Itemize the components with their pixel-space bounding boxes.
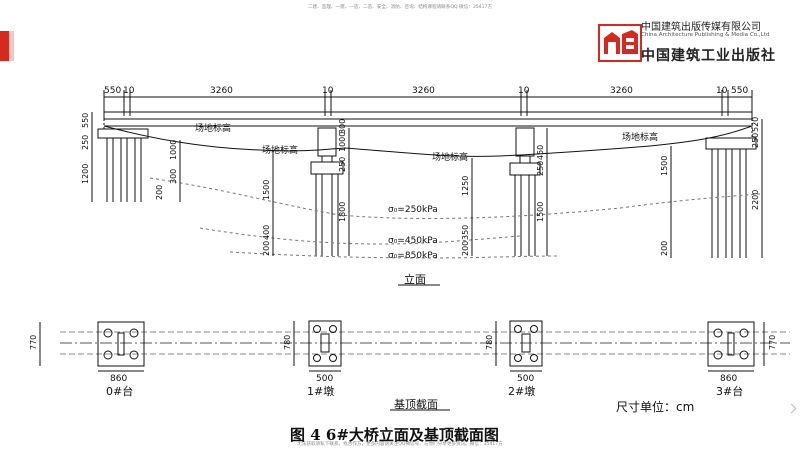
abut0-dim-550: 550 — [81, 113, 90, 128]
pier2-dim-350: 350 — [461, 225, 470, 240]
plan3-label: 3#台 — [716, 384, 743, 398]
watermark-bottom-note: 无法获取请私下联系，找合作方，更多内容请关注QQ微信号，与你们分享更多资讯。微信… — [297, 442, 503, 447]
plan-footing-0 — [97, 321, 145, 367]
soil-layer-1 — [149, 177, 761, 220]
figure-caption: 图 4 6#大桥立面及基顶截面图 — [290, 426, 499, 444]
plan-footing-2 — [509, 320, 543, 367]
ground-label-1: 场地标高 — [262, 144, 298, 156]
plan0-depth: 770 — [29, 335, 38, 350]
ground-line — [103, 125, 753, 157]
dim-3260-c: 3260 — [610, 86, 633, 96]
pier1-dim-400: 400 — [262, 225, 271, 240]
pier2-dim-450: 450 — [536, 145, 545, 160]
pier2-dim-1500: 1500 — [536, 202, 545, 222]
abutment-0-cap — [97, 128, 149, 139]
pier2-dim-250: 250 — [536, 161, 545, 176]
plan1-width: 500 — [316, 374, 333, 384]
abut0-dim-1000: 1000 — [169, 140, 178, 160]
pier-2-cap — [515, 127, 535, 157]
ground-label-0: 场地标高 — [195, 122, 231, 134]
pier1-dim-250: 250 — [338, 157, 347, 172]
publisher-calligraphy: 中国建筑工业出版社 — [641, 48, 776, 64]
abut0-dim-1200: 1200 — [81, 164, 90, 184]
plan1-label: 1#墩 — [307, 384, 334, 398]
plan-title: 基顶截面 — [394, 397, 438, 411]
plan2-depth: 780 — [485, 335, 494, 350]
plan3-width: 860 — [720, 374, 737, 384]
plan2-width: 500 — [517, 374, 534, 384]
plan-footing-3 — [707, 321, 755, 367]
publisher-logo-icon — [598, 24, 642, 62]
unit-note: 尺寸单位：cm — [616, 400, 695, 414]
soil-layer-3 — [229, 251, 561, 259]
publisher-name-cn: 中国建筑出版传媒有限公司 — [641, 22, 761, 33]
soil-layer-2 — [199, 227, 521, 245]
bridge-deck — [103, 111, 753, 120]
abutment-3-cap — [705, 137, 757, 150]
pier-1-cap — [317, 127, 337, 157]
abut0-dim-200: 200 — [155, 185, 164, 200]
dim-10-a: 10 — [123, 86, 135, 96]
ground-label-2: 场地标高 — [432, 151, 468, 163]
pier1-dim-300: 300 — [338, 119, 347, 134]
dim-3260-b: 3260 — [412, 86, 435, 96]
plan0-label: 0#台 — [106, 384, 133, 398]
plan0-width: 860 — [110, 374, 127, 384]
slide-accent-bar — [0, 31, 9, 61]
pier-2-footing — [509, 162, 541, 176]
plan-footing-1 — [308, 320, 342, 367]
abut0-dim-250: 250 — [81, 135, 90, 150]
dim-550-right: 550 — [731, 86, 748, 96]
watermark-top-note: 二建、监理、一建、一造、二造、安全、消防、咨询、结构课程请联系QQ 微信：354… — [307, 5, 493, 10]
plan3-depth: 770 — [768, 335, 777, 350]
pier2-dim-1250: 1250 — [461, 176, 470, 196]
dim-3260-a: 3260 — [210, 86, 233, 96]
pier1-dim-1500: 1500 — [262, 180, 271, 200]
abut3-dim-1500: 1500 — [660, 156, 669, 176]
soil-label-250: σ₀=250kPa — [388, 205, 438, 215]
abut3-dim-200: 200 — [660, 241, 669, 256]
dim-10-c: 10 — [518, 86, 530, 96]
elevation-title: 立面 — [404, 272, 426, 286]
soil-label-450: σ₀=450kPa — [388, 236, 438, 246]
pier-1-footing — [310, 161, 344, 175]
ground-label-3: 场地标高 — [622, 131, 658, 143]
slide-accent-bar-light — [9, 31, 14, 61]
abut3-dim-520: 520 — [751, 117, 760, 132]
abut3-dim-250: 250 — [751, 133, 760, 148]
abut3-dim-2200: 2200 — [751, 190, 760, 210]
pier1-dim-1800: 1800 — [338, 202, 347, 222]
abut0-dim-300: 300 — [169, 169, 178, 184]
plan2-label: 2#墩 — [508, 384, 535, 398]
dim-10-d: 10 — [716, 86, 728, 96]
pier2-dim-200: 200 — [461, 241, 470, 256]
soil-label-850: σ₀=850kPa — [388, 251, 438, 261]
pier1-dim-1000: 1000 — [338, 132, 347, 152]
plan1-depth: 780 — [283, 335, 292, 350]
dim-10-b: 10 — [322, 86, 334, 96]
publisher-name-en: China Architecture Publishing & Media Co… — [641, 32, 770, 38]
dim-550-left: 550 — [104, 86, 121, 96]
pier1-dim-200: 200 — [262, 241, 271, 256]
